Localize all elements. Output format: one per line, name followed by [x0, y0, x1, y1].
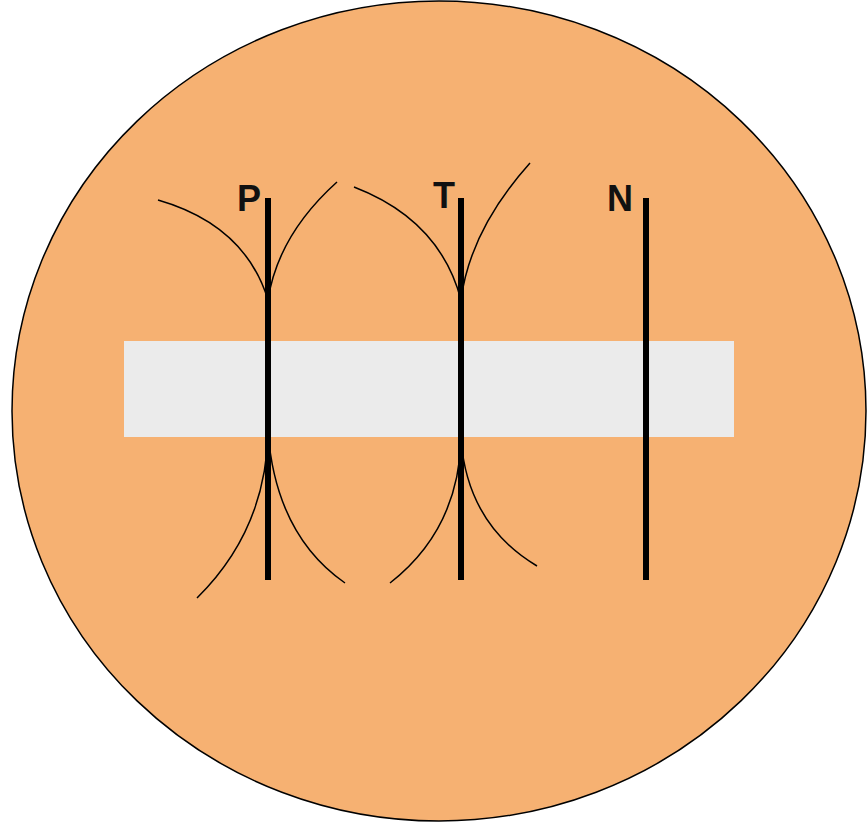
well-label: P: [237, 181, 261, 217]
streak-line: [643, 198, 649, 580]
arc: [268, 182, 337, 300]
well-label: T: [433, 178, 455, 214]
streak-line: [265, 198, 271, 580]
arc: [461, 440, 537, 566]
arc: [197, 432, 268, 598]
streak-line: [458, 198, 464, 580]
well-label: N: [607, 181, 633, 217]
plate: [12, 1, 866, 821]
precipitation-arcs: [158, 163, 537, 598]
arc: [268, 432, 345, 583]
arc: [390, 440, 461, 583]
wells: [268, 198, 646, 580]
arc: [461, 163, 530, 300]
strip: [124, 341, 734, 437]
